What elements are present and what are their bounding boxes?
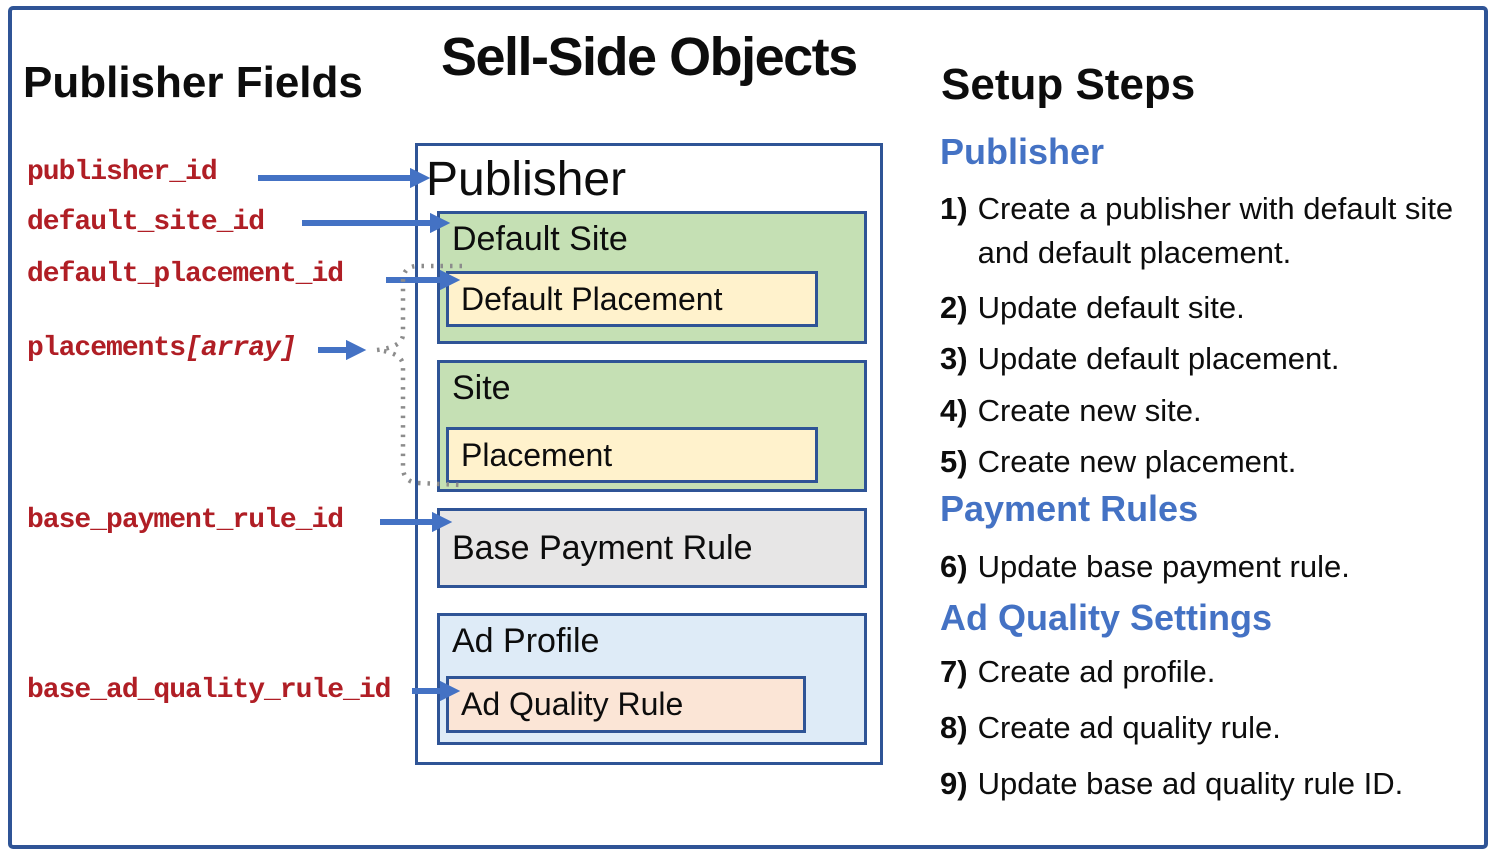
section-heading-ad-quality-settings: Ad Quality Settings [940, 597, 1273, 638]
default-site-box: Default Site Default Placement [437, 211, 867, 344]
base-payment-rule-box: Base Payment Rule [437, 508, 867, 588]
field-label-base-payment-rule-id: base_payment_rule_id [27, 504, 344, 538]
step-number: 4) [940, 393, 968, 428]
field-label-publisher-id: publisher_id [27, 156, 218, 190]
base-payment-rule-label: Base Payment Rule [452, 528, 753, 567]
field-label-default-site-id: default_site_id [27, 206, 265, 240]
step-number: 2) [940, 290, 968, 325]
step-text: Create ad profile. [977, 654, 1216, 689]
default-placement-box: Default Placement [446, 271, 818, 327]
placement-box: Placement [446, 427, 818, 483]
setup-step-1: 1) Create a publisher with default site … [940, 187, 1485, 275]
publisher-fields-heading: Publisher Fields [23, 58, 363, 107]
step-text: Create a publisher with default site and… [977, 191, 1454, 270]
publisher-object-box: Publisher Default Site Default Placement… [415, 143, 883, 765]
field-text: placements [27, 333, 186, 364]
setup-step-7: 7) Create ad profile. [940, 650, 1485, 694]
step-number: 6) [940, 549, 968, 584]
field-label-placements-array: placements[array] [27, 332, 297, 366]
placement-label: Placement [461, 436, 613, 473]
step-number: 8) [940, 710, 968, 745]
step-number: 9) [940, 766, 968, 801]
setup-step-3: 3) Update default placement. [940, 337, 1485, 381]
step-text: Update base payment rule. [977, 549, 1350, 584]
step-text: Update default placement. [977, 341, 1340, 376]
setup-step-9: 9) Update base ad quality rule ID. [940, 762, 1485, 806]
page-title: Sell-Side Objects [441, 27, 858, 87]
setup-step-4: 4) Create new site. [940, 389, 1485, 433]
step-number: 3) [940, 341, 968, 376]
step-number: 1) [940, 191, 968, 226]
field-text: base_payment_rule_id [27, 505, 344, 536]
field-text: default_site_id [27, 207, 265, 238]
step-text: Create ad quality rule. [977, 710, 1281, 745]
site-box: Site Placement [437, 360, 867, 492]
field-array-suffix: [array] [185, 333, 297, 364]
section-heading-publisher: Publisher [940, 131, 1105, 172]
field-label-default-placement-id: default_placement_id [27, 258, 344, 292]
setup-steps-heading: Setup Steps [941, 60, 1196, 109]
step-number: 7) [940, 654, 968, 689]
ad-quality-rule-box: Ad Quality Rule [446, 676, 806, 733]
field-text: default_placement_id [27, 259, 344, 290]
setup-step-6: 6) Update base payment rule. [940, 545, 1485, 589]
step-text: Create new site. [977, 393, 1202, 428]
ad-profile-box: Ad Profile Ad Quality Rule [437, 613, 867, 745]
field-label-base-ad-quality-rule-id: base_ad_quality_rule_id [27, 674, 391, 708]
field-text: publisher_id [27, 157, 218, 188]
site-label: Site [452, 369, 511, 407]
step-text: Create new placement. [977, 444, 1297, 479]
section-heading-payment-rules: Payment Rules [940, 488, 1199, 529]
step-text: Update default site. [977, 290, 1245, 325]
field-text: base_ad_quality_rule_id [27, 675, 391, 706]
step-text: Update base ad quality rule ID. [977, 766, 1404, 801]
ad-quality-rule-label: Ad Quality Rule [461, 686, 684, 722]
setup-step-2: 2) Update default site. [940, 286, 1485, 330]
ad-profile-label: Ad Profile [452, 622, 600, 660]
default-site-label: Default Site [452, 220, 628, 258]
setup-step-8: 8) Create ad quality rule. [940, 706, 1485, 750]
default-placement-label: Default Placement [461, 280, 723, 317]
setup-step-5: 5) Create new placement. [940, 440, 1485, 484]
publisher-box-label: Publisher [426, 153, 627, 206]
step-number: 5) [940, 444, 968, 479]
